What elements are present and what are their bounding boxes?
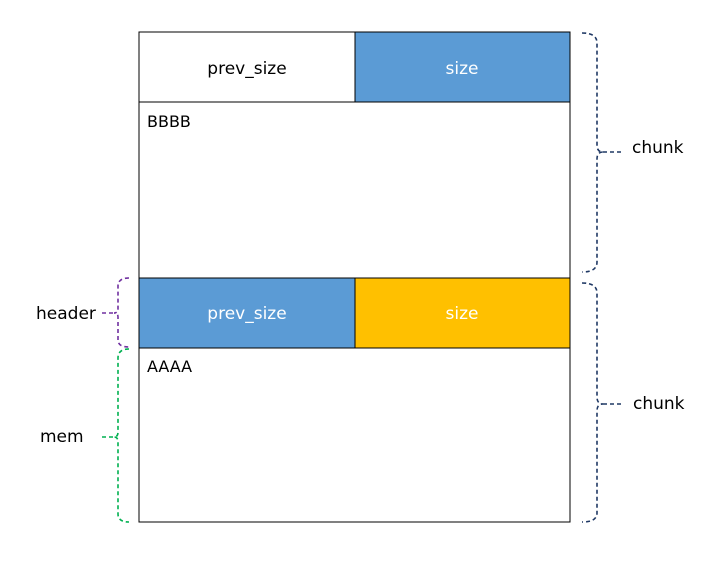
bottom-size-cell — [354, 277, 571, 349]
mem-label: mem — [40, 427, 84, 447]
top-size-label: size — [446, 59, 479, 79]
top-data-text: BBBB — [147, 112, 191, 131]
header-brace — [113, 277, 130, 348]
top-prev-size-cell — [138, 31, 356, 103]
bottom-data-area — [138, 347, 571, 523]
bottom-chunk: prev_size size AAAA — [138, 277, 571, 523]
chunk-bottom-brace — [581, 282, 604, 523]
left-braces: header mem — [36, 277, 130, 523]
chunk-top-label: chunk — [632, 138, 684, 158]
right-braces: chunk chunk — [581, 32, 685, 523]
chunk-bottom-label: chunk — [633, 394, 685, 414]
top-data-area — [138, 101, 571, 279]
top-prev-size-label: prev_size — [207, 59, 286, 79]
top-chunk: prev_size size BBBB — [138, 31, 571, 279]
chunk-top-brace — [581, 32, 604, 273]
bottom-prev-size-label: prev_size — [207, 304, 286, 324]
top-size-cell — [354, 31, 571, 103]
mem-brace — [113, 348, 130, 523]
bottom-prev-size-cell — [138, 277, 356, 349]
bottom-data-text: AAAA — [147, 357, 192, 376]
bottom-size-label: size — [446, 304, 479, 324]
header-label: header — [36, 304, 96, 324]
